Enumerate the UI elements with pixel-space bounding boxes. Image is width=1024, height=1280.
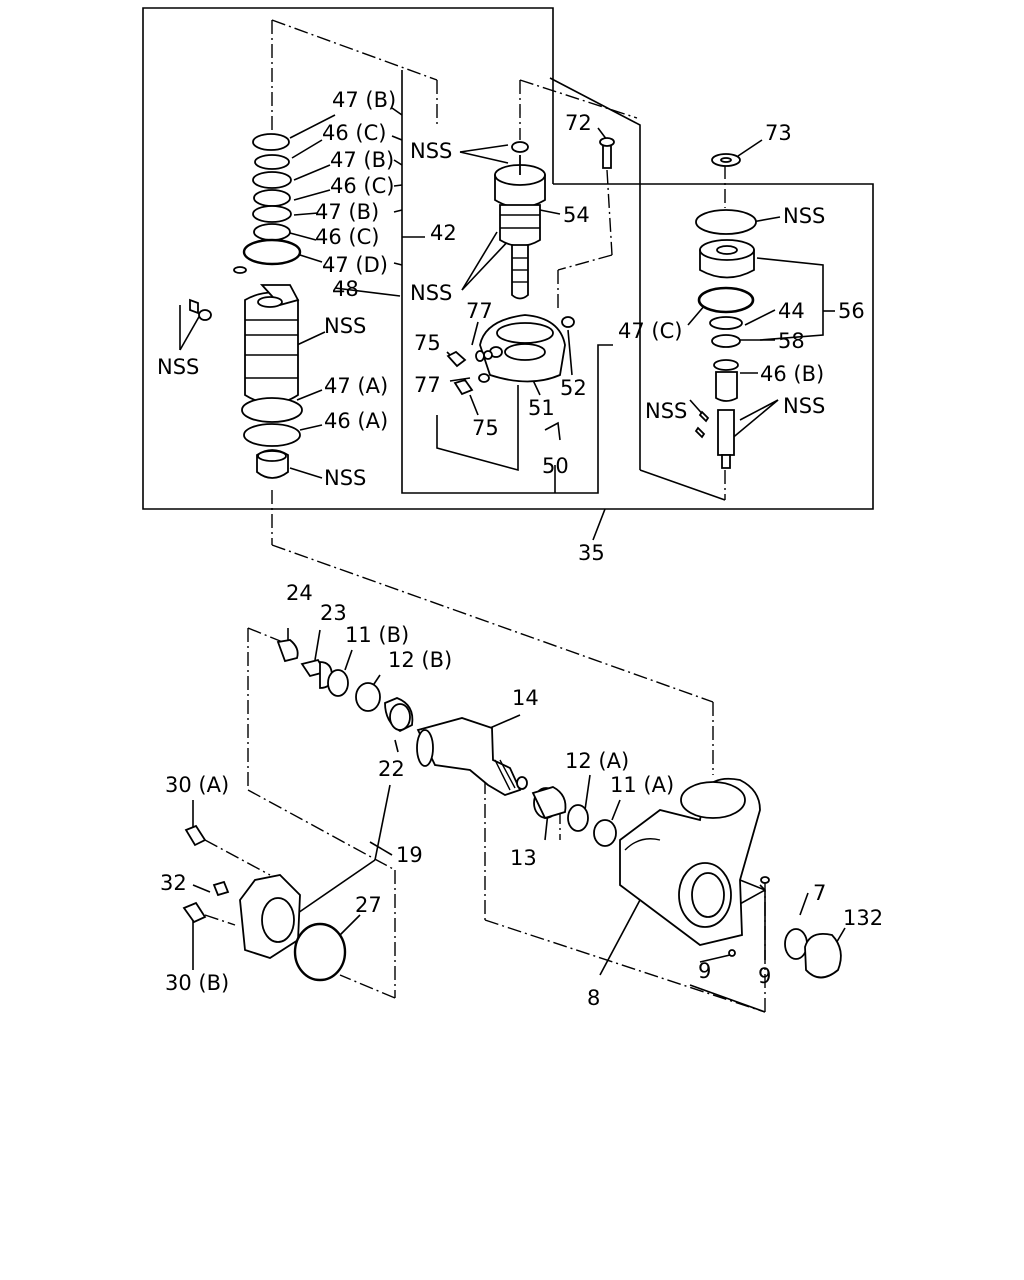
label-7: 7 — [813, 881, 826, 905]
leader-lines — [179, 77, 835, 541]
label-nss-c: NSS — [324, 314, 366, 338]
label-27: 27 — [355, 893, 382, 917]
label-12a: 12 (A) — [565, 749, 629, 773]
label-11a: 11 (A) — [610, 773, 674, 797]
label-75-2: 75 — [472, 416, 499, 440]
label-19: 19 — [396, 843, 423, 867]
label-72: 72 — [565, 111, 592, 135]
label-77-1: 77 — [466, 299, 493, 323]
valve-assembly — [494, 141, 546, 300]
side-cover — [182, 824, 347, 982]
label-30b: 30 (B) — [165, 971, 229, 995]
label-14: 14 — [512, 686, 539, 710]
label-24: 24 — [286, 581, 313, 605]
label-75-1: 75 — [414, 331, 441, 355]
seal-ring-stack — [233, 133, 302, 274]
label-22: 22 — [378, 757, 405, 781]
seal-rings-lower — [241, 397, 303, 479]
label-nss-e: NSS — [324, 466, 366, 490]
label-47c: 47 (C) — [618, 319, 682, 343]
label-42: 42 — [430, 221, 457, 245]
input-shaft-parts — [276, 639, 414, 733]
label-8: 8 — [587, 986, 600, 1010]
part-labels: 47 (B) 46 (C) 47 (B) 46 (C) 47 (B) 46 (C… — [157, 88, 883, 1010]
frame-42 — [401, 70, 613, 494]
label-nss-g: NSS — [645, 399, 687, 423]
end-cover — [784, 928, 842, 979]
pinion-shaft — [416, 717, 528, 796]
label-47d: 47 (D) — [322, 253, 388, 277]
label-56: 56 — [838, 299, 865, 323]
label-54: 54 — [563, 203, 590, 227]
label-46c-1: 46 (C) — [322, 121, 386, 145]
label-9-1: 9 — [698, 959, 711, 983]
label-77-2: 77 — [414, 373, 441, 397]
label-9-2: 9 — [758, 964, 771, 988]
label-11b: 11 (B) — [345, 623, 409, 647]
valve-housing — [446, 137, 615, 396]
label-73: 73 — [765, 121, 792, 145]
piston-body — [189, 284, 300, 405]
label-23: 23 — [320, 601, 347, 625]
label-132: 132 — [843, 906, 883, 930]
gear-housing — [619, 777, 770, 957]
label-52: 52 — [560, 376, 587, 400]
label-nss-b: NSS — [410, 281, 452, 305]
label-48: 48 — [332, 277, 359, 301]
label-58: 58 — [778, 329, 805, 353]
label-44: 44 — [778, 299, 805, 323]
bearing-and-rings — [531, 786, 617, 847]
label-46a: 46 (A) — [324, 409, 388, 433]
label-32: 32 — [160, 871, 187, 895]
label-30a: 30 (A) — [165, 773, 229, 797]
leader-lines-bottom — [192, 628, 846, 1013]
frame-35 — [142, 7, 874, 510]
label-46c-3: 46 (C) — [315, 225, 379, 249]
label-nss-a: NSS — [410, 139, 452, 163]
label-35: 35 — [578, 541, 605, 565]
label-47a: 47 (A) — [324, 374, 388, 398]
label-50: 50 — [542, 454, 569, 478]
label-46c-2: 46 (C) — [330, 174, 394, 198]
label-nss-d: NSS — [157, 355, 199, 379]
label-47b-2: 47 (B) — [330, 148, 394, 172]
label-47b-3: 47 (B) — [315, 200, 379, 224]
cap-assembly — [694, 153, 757, 469]
label-nss-f: NSS — [783, 204, 825, 228]
label-46b: 46 (B) — [760, 362, 824, 386]
label-12b: 12 (B) — [388, 648, 452, 672]
label-13: 13 — [510, 846, 537, 870]
label-47b-1: 47 (B) — [332, 88, 396, 112]
label-nss-h: NSS — [783, 394, 825, 418]
label-51: 51 — [528, 396, 555, 420]
